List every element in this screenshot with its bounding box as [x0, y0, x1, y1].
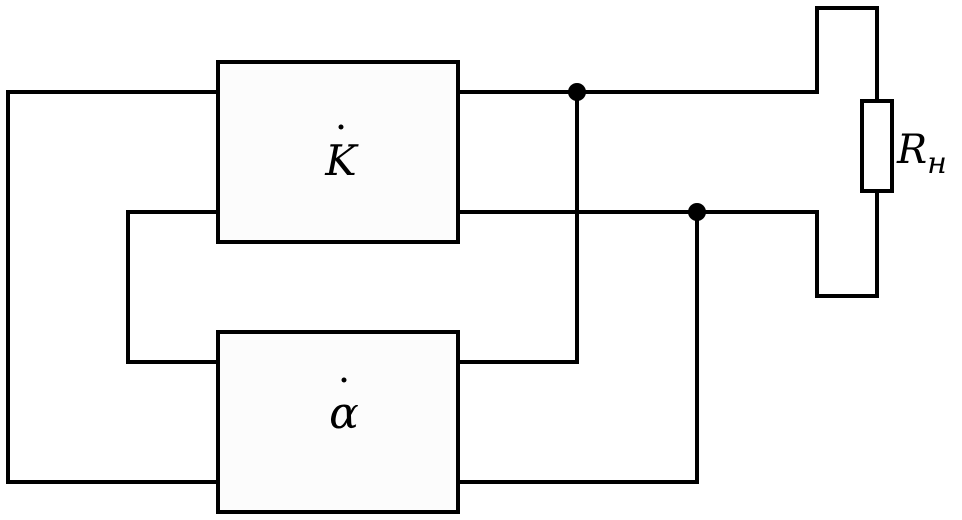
- amplifier-label-overdot: [338, 124, 344, 130]
- load-label-subscript: н: [927, 146, 947, 181]
- wire-top-node-to-alpha: [456, 90, 579, 364]
- wire-bottom-output: [456, 190, 879, 298]
- load-label: Rн: [896, 127, 947, 181]
- junction-node-bottom: [688, 203, 706, 221]
- load-resistor: [860, 99, 894, 193]
- wire-top-output: [456, 6, 879, 102]
- feedback-block: [216, 330, 460, 514]
- amplifier-label: K: [324, 136, 359, 185]
- amplifier-block: [216, 60, 460, 244]
- junction-node-top: [568, 83, 586, 101]
- feedback-label-overdot: [341, 377, 347, 383]
- wire-outer-left-loop: [6, 90, 220, 484]
- feedback-label: α: [329, 388, 359, 439]
- load-label-main: R: [896, 127, 927, 173]
- wire-inner-left-loop: [126, 210, 220, 364]
- wire-bottom-node-to-alpha: [456, 210, 699, 484]
